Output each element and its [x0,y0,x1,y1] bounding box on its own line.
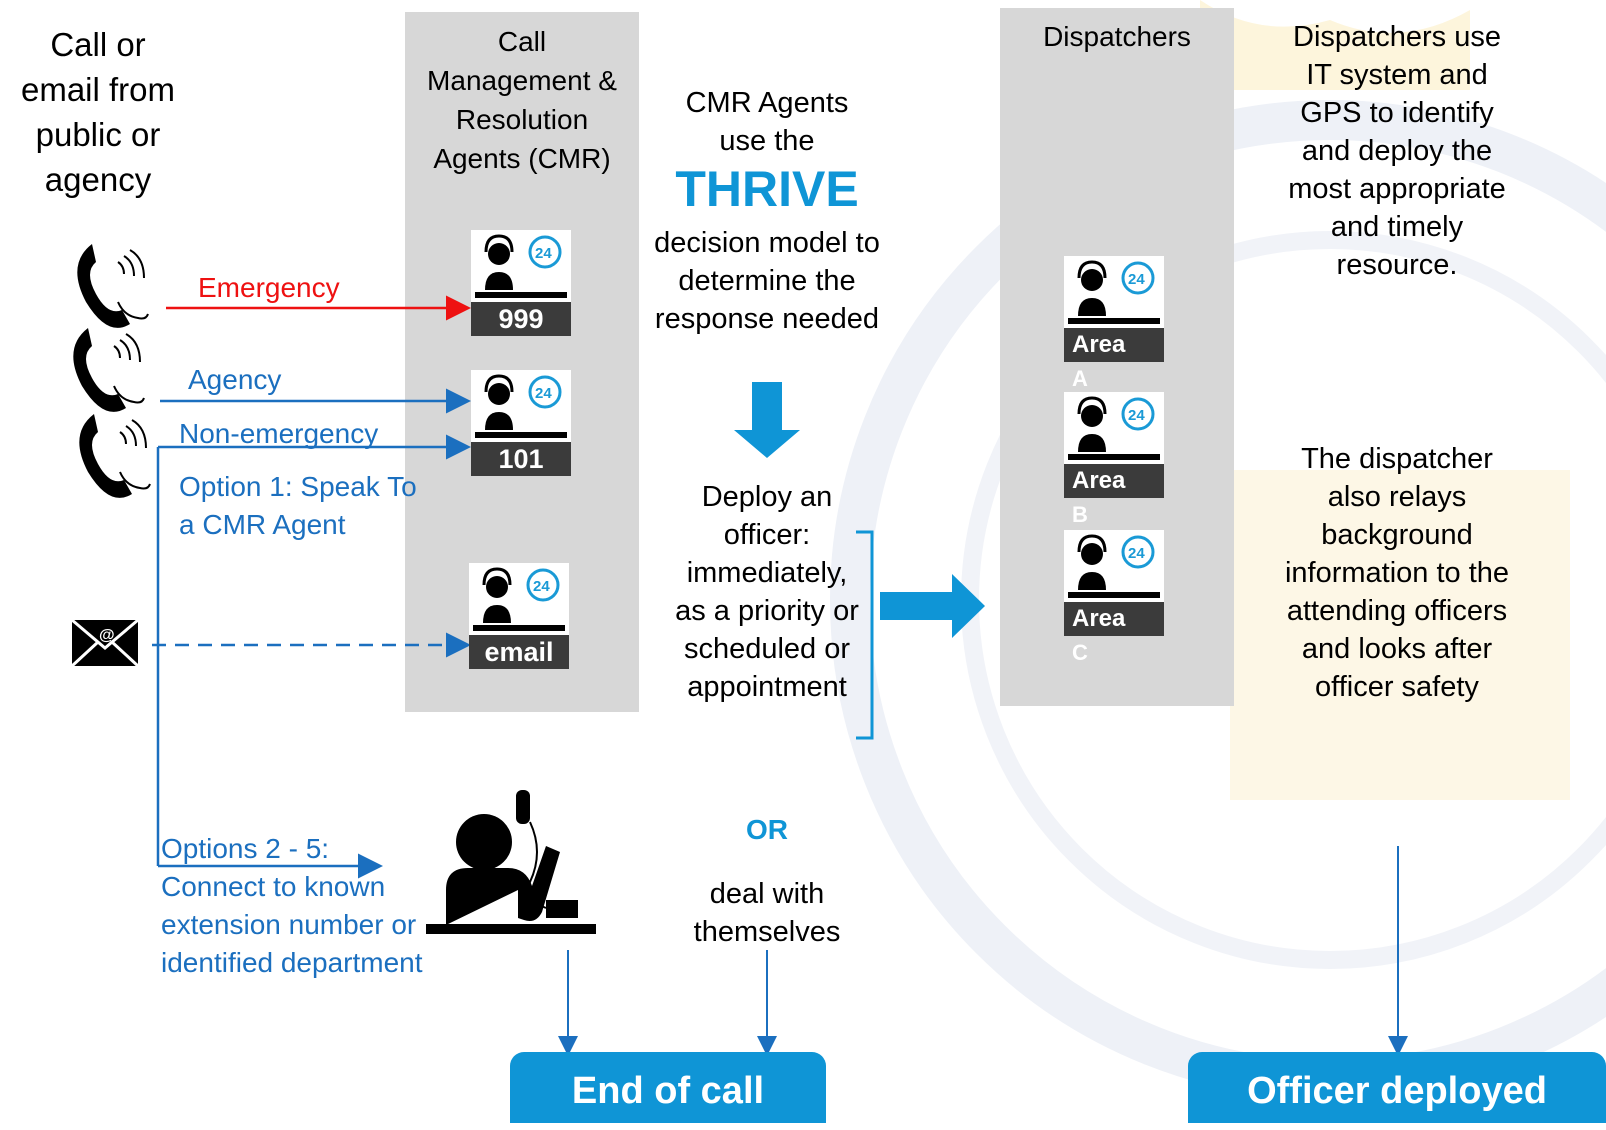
headset-agent-icon: 24 [1068,396,1160,460]
svg-text:24: 24 [535,245,552,262]
end-of-call-box: End of call [510,1052,826,1123]
svg-text:24: 24 [1128,545,1145,562]
svg-text:24: 24 [1128,271,1145,288]
cmr-panel-title: Call Management & Resolution Agents (CMR… [427,26,617,174]
agent-101-card: 24 101 [471,370,571,476]
area-a-label: Area [1064,328,1164,362]
emergency-label: Emergency [198,272,340,303]
headset-agent-icon: 24 [1068,534,1160,598]
area-b-letter: B [1072,502,1088,527]
agent-email-card: 24 email [469,563,569,669]
area-c-letter: C [1072,640,1088,665]
agent-999-label: 999 [471,302,571,336]
agent-101-label: 101 [471,442,571,476]
deploy-or: OR [746,814,788,845]
officer-deployed-box: Officer deployed [1188,1052,1606,1123]
thrive-model: THRIVE [675,161,859,217]
deploy-text: Deploy an officer: immediately, as a pri… [675,481,859,703]
area-a-letter: A [1072,366,1088,391]
svg-text:24: 24 [533,578,550,595]
svg-text:@: @ [99,627,115,644]
dispatch-desc-2: The dispatcher also relays background in… [1284,443,1510,703]
agency-label: Agency [188,364,282,395]
headset-agent-icon: 24 [475,234,567,298]
dispatch-desc-1: Dispatchers use IT system and GPS to ide… [1288,21,1506,281]
headset-agent-icon: 24 [475,374,567,438]
option1-label: Option 1: Speak To a CMR Agent [179,471,417,540]
dispatch-panel-title: Dispatchers [1043,21,1191,52]
source-text: Call or email from public or agency [20,26,176,198]
thrive-intro: CMR Agents use the [685,87,849,157]
agent-999-card: 24 999 [471,230,571,336]
svg-text:24: 24 [535,385,552,402]
area-c-label: Area [1064,602,1164,636]
options25-label: Options 2 - 5: Connect to known extensio… [161,833,423,978]
dispatcher-area-b-card: 24 Area B [1064,392,1164,527]
area-b-label: Area [1064,464,1164,498]
non-emergency-label: Non-emergency [179,418,379,449]
dispatcher-area-c-card: 24 Area C [1064,530,1164,665]
headset-agent-icon: 24 [1068,260,1160,324]
thrive-purpose: decision model to determine the response… [654,227,880,335]
agent-email-label: email [469,635,569,669]
svg-text:24: 24 [1128,407,1145,424]
deploy-deal: deal with themselves [693,878,841,948]
dispatcher-area-a-card: 24 Area A [1064,256,1164,391]
headset-agent-icon: 24 [473,567,565,631]
